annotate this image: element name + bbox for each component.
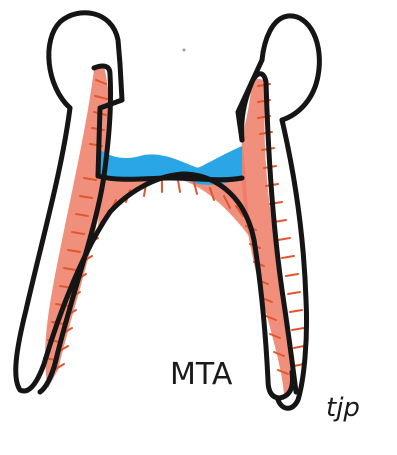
tooth-outline [16,13,320,409]
signature: tjp [326,393,360,423]
right-crown-outline [262,16,319,120]
mta-label: MTA [170,357,233,392]
speck [183,49,186,52]
